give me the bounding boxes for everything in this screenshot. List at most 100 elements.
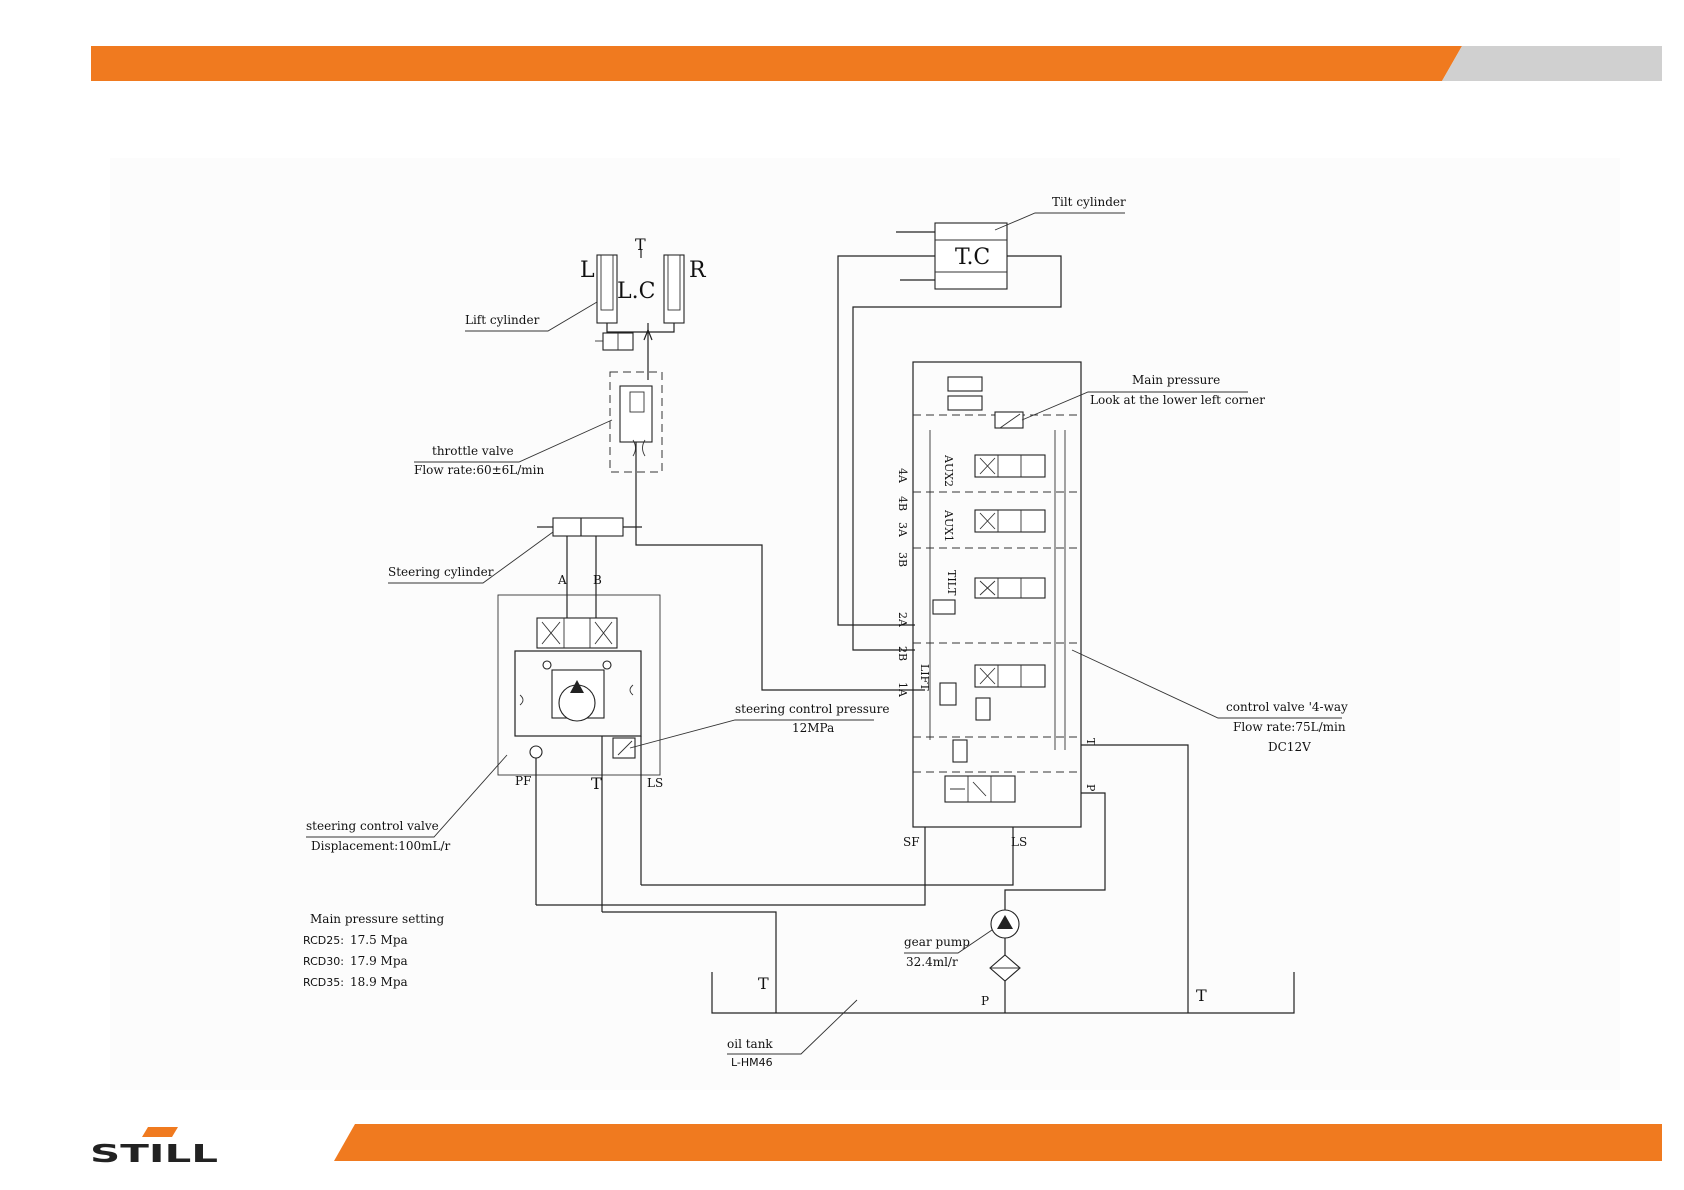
steering-cylinder-body <box>552 517 624 537</box>
gear-pump-arrow <box>997 915 1013 929</box>
section-2b-label: 2B <box>896 646 909 661</box>
pressure-row-model: RCD35: <box>303 976 344 989</box>
pressure-setting-table: Main pressure setting RCD25: 17.5 Mpa RC… <box>303 912 445 989</box>
tilt-cylinder-group: T.C Tilt cylinder <box>837 195 1126 651</box>
spool-aux2-label: AUX2 <box>942 454 955 487</box>
steering-motor-arrow <box>570 680 584 693</box>
oil-tank-leader <box>727 999 858 1055</box>
tilt-lock-valve <box>932 599 956 615</box>
circuit-lines <box>536 744 1189 1013</box>
steering-cylinder-label: Steering cylinder <box>388 565 494 579</box>
spool-aux2-details <box>979 455 1022 477</box>
tilt-cylinder-body <box>934 222 1008 290</box>
spool-tilt-body <box>974 577 1046 599</box>
steering-orifices <box>519 684 634 706</box>
lift-arrow <box>643 328 653 341</box>
pressure-row-model: RCD30: <box>303 955 344 968</box>
section-4b-label: 4B <box>896 496 909 511</box>
steering-control-valve-label: steering control valve <box>306 819 439 833</box>
lift-cylinder-code: L.C <box>617 279 655 304</box>
spool-lift-label: LIFT <box>918 664 931 691</box>
port-ls-label: LS <box>647 776 663 790</box>
still-logo: STILL <box>90 1127 218 1165</box>
lift-check-valve <box>939 682 957 706</box>
pump-pressure-line <box>1004 792 1106 910</box>
throttle-flow-label: Flow rate:60±6L/min <box>414 463 545 477</box>
top-accent-stripe <box>91 46 1462 81</box>
control-valve-flow: Flow rate:75L/min <box>1233 720 1346 734</box>
top-header-bar <box>91 46 1662 81</box>
valve-return-line <box>1081 744 1189 1013</box>
main-pressure-leader <box>1021 391 1248 421</box>
main-pressure-note: Look at the lower left corner <box>1090 393 1265 407</box>
steering-spool-arrows <box>541 621 613 645</box>
lift-cylinder-right-rod <box>667 254 681 311</box>
priority-valve-details <box>950 776 992 802</box>
steering-pressure-label: steering control pressure <box>735 702 890 716</box>
throttle-valve-body <box>619 385 653 443</box>
steering-inner-circuit <box>514 650 642 737</box>
steering-pressure-leader <box>629 719 874 749</box>
steering-pf-check <box>529 745 543 759</box>
steering-valve-leader <box>306 754 508 838</box>
lift-cylinder-right-body <box>663 254 685 324</box>
throttle-to-valve-line <box>635 442 925 691</box>
tank-p-label: P <box>981 994 989 1008</box>
valve-internal-gallery <box>929 430 1066 750</box>
steering-check-right <box>602 660 612 670</box>
oil-tank-label: oil tank <box>727 1037 773 1051</box>
spool-aux1-label: AUX1 <box>942 509 955 542</box>
throttle-leader <box>414 419 613 463</box>
section-4a-label: 4A <box>896 468 909 484</box>
control-valve-group: 4A 4B 3A 3B 2A 2B 1A AUX2 AUX1 TILT LIFT… <box>896 361 1348 849</box>
tank-t-right-label: T <box>1196 986 1207 1005</box>
oil-tank-group: T P T oil tank L-HM46 <box>711 972 1295 1069</box>
tilt-cylinder-label: Tilt cylinder <box>1052 195 1126 209</box>
steering-control-valve-group: PF T LS steering control pressure 12MPa … <box>306 594 890 912</box>
steering-cylinder-leader <box>388 531 554 584</box>
throttle-valve-element <box>629 391 645 413</box>
steering-return-line <box>602 911 777 1013</box>
steering-displacement-label: Displacement:100mL/r <box>311 839 450 853</box>
lift-connect-line <box>606 323 675 333</box>
gear-pump-group: gear pump 32.4ml/r <box>904 909 1021 1013</box>
section-3a-label: 3A <box>896 522 909 538</box>
spool-aux1-body <box>974 509 1046 533</box>
spool-tilt-label: TILT <box>945 570 958 596</box>
pressure-row-value: 17.9 Mpa <box>350 954 408 968</box>
steering-cylinder-group: A B Steering cylinder <box>388 517 642 618</box>
sf-supply-line <box>536 827 926 906</box>
top-gray-stripe <box>1442 46 1662 81</box>
port-b-label: B <box>593 573 602 587</box>
tilt-line-a <box>837 255 935 626</box>
relief-valve-2 <box>947 395 983 411</box>
steering-check-left <box>542 660 552 670</box>
control-valve-leader <box>1071 649 1342 719</box>
tilt-cylinder-code: T.C <box>955 245 990 270</box>
lift-cylinder-left-rod <box>600 254 614 311</box>
main-relief-arrow <box>999 413 1021 429</box>
tilt-line-b <box>852 255 1062 651</box>
spool-lift-body <box>974 664 1046 688</box>
gear-pump-label: gear pump <box>904 935 970 949</box>
steering-spool-block <box>536 617 618 649</box>
steering-relief-arrow <box>617 740 633 756</box>
lift-flow-valve <box>975 697 991 721</box>
port-a-label: A <box>557 573 567 587</box>
bottom-accent-stripe <box>334 1124 1662 1161</box>
tank-t-left-label: T <box>758 974 769 993</box>
main-pressure-label: Main pressure <box>1132 373 1220 387</box>
lift-cylinder-leader <box>465 301 598 332</box>
lift-cylinder-label: Lift cylinder <box>465 313 540 327</box>
lift-left-label: L <box>580 258 595 283</box>
lift-tank-label: T <box>635 235 646 254</box>
port-t-label: T <box>591 774 602 793</box>
diagram-background <box>110 158 1620 1090</box>
control-valve-label: control valve '4-way <box>1226 700 1348 714</box>
valve-t-port-label: T <box>1084 738 1097 746</box>
steering-pressure-value: 12MPa <box>792 721 834 735</box>
ls-signal-line <box>641 827 1014 886</box>
throttle-valve-outline <box>609 371 663 473</box>
valve-ls-label: LS <box>1011 835 1027 849</box>
